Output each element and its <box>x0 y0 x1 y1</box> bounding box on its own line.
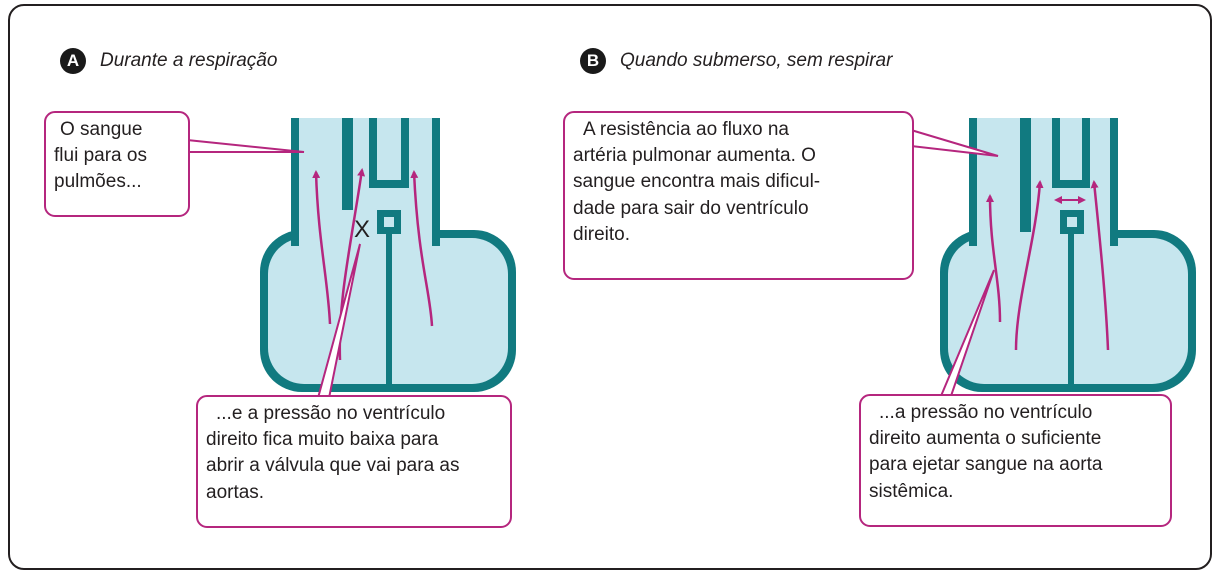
heart-b-vessels <box>969 118 1118 246</box>
flow-arrow <box>410 170 434 327</box>
callout-line: aortas. <box>206 481 265 503</box>
valve-closed-mark: X <box>354 216 370 243</box>
flow-arrow <box>986 194 1002 323</box>
panel-a-header: A Durante a respiração <box>60 48 277 74</box>
callout-a-top: O sangue flui para os pulmões... <box>44 111 190 217</box>
callout-line: ...a pressão no ventrículo <box>879 402 1093 423</box>
callout-line: flui para os <box>54 145 147 167</box>
callout-b-top: A resistência ao fluxo na artéria pulmon… <box>563 111 914 280</box>
callout-line: direito fica muito baixa para <box>206 429 439 451</box>
callout-line: artéria pulmonar aumenta. O <box>573 145 816 167</box>
flow-arrow <box>312 170 332 325</box>
panel-b-header: B Quando submerso, sem respirar <box>580 48 892 74</box>
figure-frame <box>8 4 1212 570</box>
callout-line: direito aumenta o suficiente <box>869 428 1102 450</box>
callout-line: dade para sair do ventrículo <box>573 197 809 219</box>
panel-b-title: Quando submerso, sem respirar <box>620 50 893 71</box>
heart-b <box>940 118 1196 392</box>
callout-a-bottom: ...e a pressão no ventrículo direito fic… <box>196 395 512 528</box>
panel-a-title: Durante a respiração <box>100 50 278 71</box>
callout-line: abrir a válvula que vai para as <box>206 455 460 477</box>
panel-a-badge: A <box>60 48 86 74</box>
callout-line: sistêmica. <box>869 480 954 502</box>
callout-line: pulmões... <box>54 171 142 193</box>
flow-arrow <box>1090 180 1110 351</box>
flow-arrow <box>1014 180 1044 351</box>
callout-line: A resistência ao fluxo na <box>583 119 789 140</box>
callout-b-bottom: ...a pressão no ventrículo direito aumen… <box>859 394 1172 527</box>
callout-line: sangue encontra mais dificul- <box>573 171 821 193</box>
callout-line: para ejetar sangue na aorta <box>869 454 1103 476</box>
heart-a: X <box>260 118 516 392</box>
callout-line: O sangue <box>60 119 143 140</box>
pointer-a-top <box>186 138 305 153</box>
callout-line: ...e a pressão no ventrículo <box>216 403 446 424</box>
callout-line: direito. <box>573 223 631 245</box>
panel-b-badge: B <box>580 48 606 74</box>
